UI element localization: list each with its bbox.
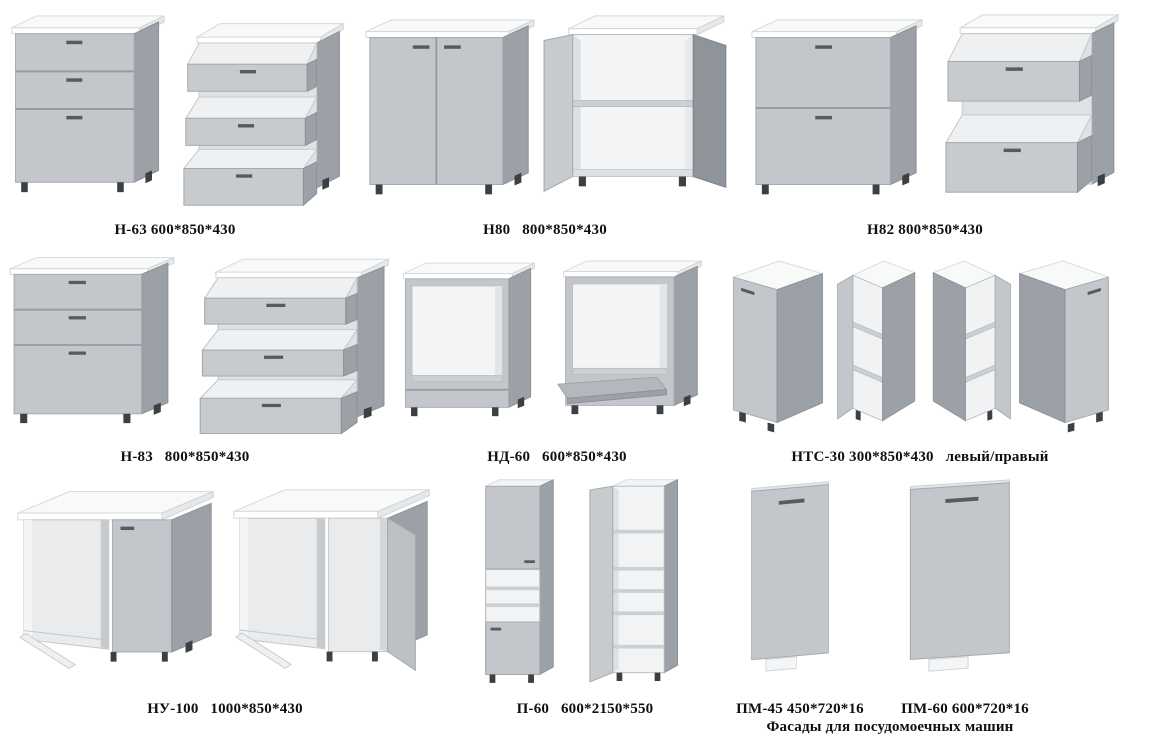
tall-cabinet-open-icon <box>588 476 688 694</box>
label-p60: П-60 600*2150*550 <box>516 701 654 717</box>
dishwasher-fronts-caption: Фасады для посудомоечных машин <box>766 719 1014 735</box>
two-drawer-cabinet-open-icon <box>944 4 1126 212</box>
figure-nu100-closed <box>12 480 224 684</box>
figure-n83-open <box>198 250 394 440</box>
dishwasher-front-panel-icon <box>742 478 846 674</box>
figure-n82-open <box>944 4 1126 212</box>
tall-cabinet-closed-icon <box>478 476 560 696</box>
figure-n82-closed <box>748 14 926 210</box>
figure-pm45-panel <box>742 478 846 674</box>
label-n80: Н80 800*850*430 <box>483 222 607 238</box>
figure-p60-open <box>588 476 688 694</box>
figure-n80-closed <box>362 14 538 210</box>
figure-n63-open <box>182 14 348 212</box>
figure-nts30-closed-left <box>726 252 830 436</box>
figure-nd60-closed <box>400 256 538 432</box>
figure-nts30-closed-right <box>1012 252 1116 436</box>
corner-end-cabinet-closed-mirrored-icon <box>1012 252 1116 436</box>
figure-p60-closed <box>478 476 560 696</box>
figure-n83-closed <box>6 252 178 438</box>
two-door-cabinet-closed-icon <box>362 14 538 210</box>
dishwasher-front-panel-icon <box>898 476 1032 674</box>
corner-end-cabinet-open-icon <box>836 252 924 436</box>
figure-n80-open <box>540 8 734 210</box>
label-n83: Н-83 800*850*430 <box>120 449 250 465</box>
two-drawer-cabinet-closed-icon <box>748 14 926 210</box>
figure-pm60-panel <box>898 476 1032 674</box>
figure-nts30-open-left <box>836 252 924 436</box>
label-pm60: ПМ-60 600*720*16 <box>901 701 1029 717</box>
drawer-base-cabinet-closed-icon <box>6 252 178 438</box>
label-nts30: НТС-30 300*850*430 левый/правый <box>791 449 1049 465</box>
two-door-cabinet-open-icon <box>540 8 734 210</box>
oven-housing-cabinet-open-icon <box>556 254 706 430</box>
label-n63: Н-63 600*850*430 <box>114 222 236 238</box>
drawer-base-cabinet-closed-icon <box>8 10 168 208</box>
corner-end-cabinet-open-mirrored-icon <box>924 252 1012 436</box>
label-n82: Н82 800*850*430 <box>867 222 983 238</box>
oven-housing-cabinet-icon <box>400 256 538 432</box>
label-nd60: НД-60 600*850*430 <box>487 449 627 465</box>
label-nu100: НУ-100 1000*850*430 <box>147 701 303 717</box>
corner-sink-cabinet-open-icon <box>228 478 440 684</box>
drawer-base-cabinet-open-icon <box>182 14 348 212</box>
label-pm45: ПМ-45 450*720*16 <box>736 701 864 717</box>
figure-nts30-open-right <box>924 252 1012 436</box>
drawer-base-cabinet-open-icon <box>198 250 394 440</box>
corner-sink-cabinet-closed-icon <box>12 480 224 684</box>
figure-n63-closed <box>8 10 168 208</box>
corner-end-cabinet-closed-icon <box>726 252 830 436</box>
figure-nu100-open <box>228 478 440 684</box>
figure-nd60-open <box>556 254 706 430</box>
